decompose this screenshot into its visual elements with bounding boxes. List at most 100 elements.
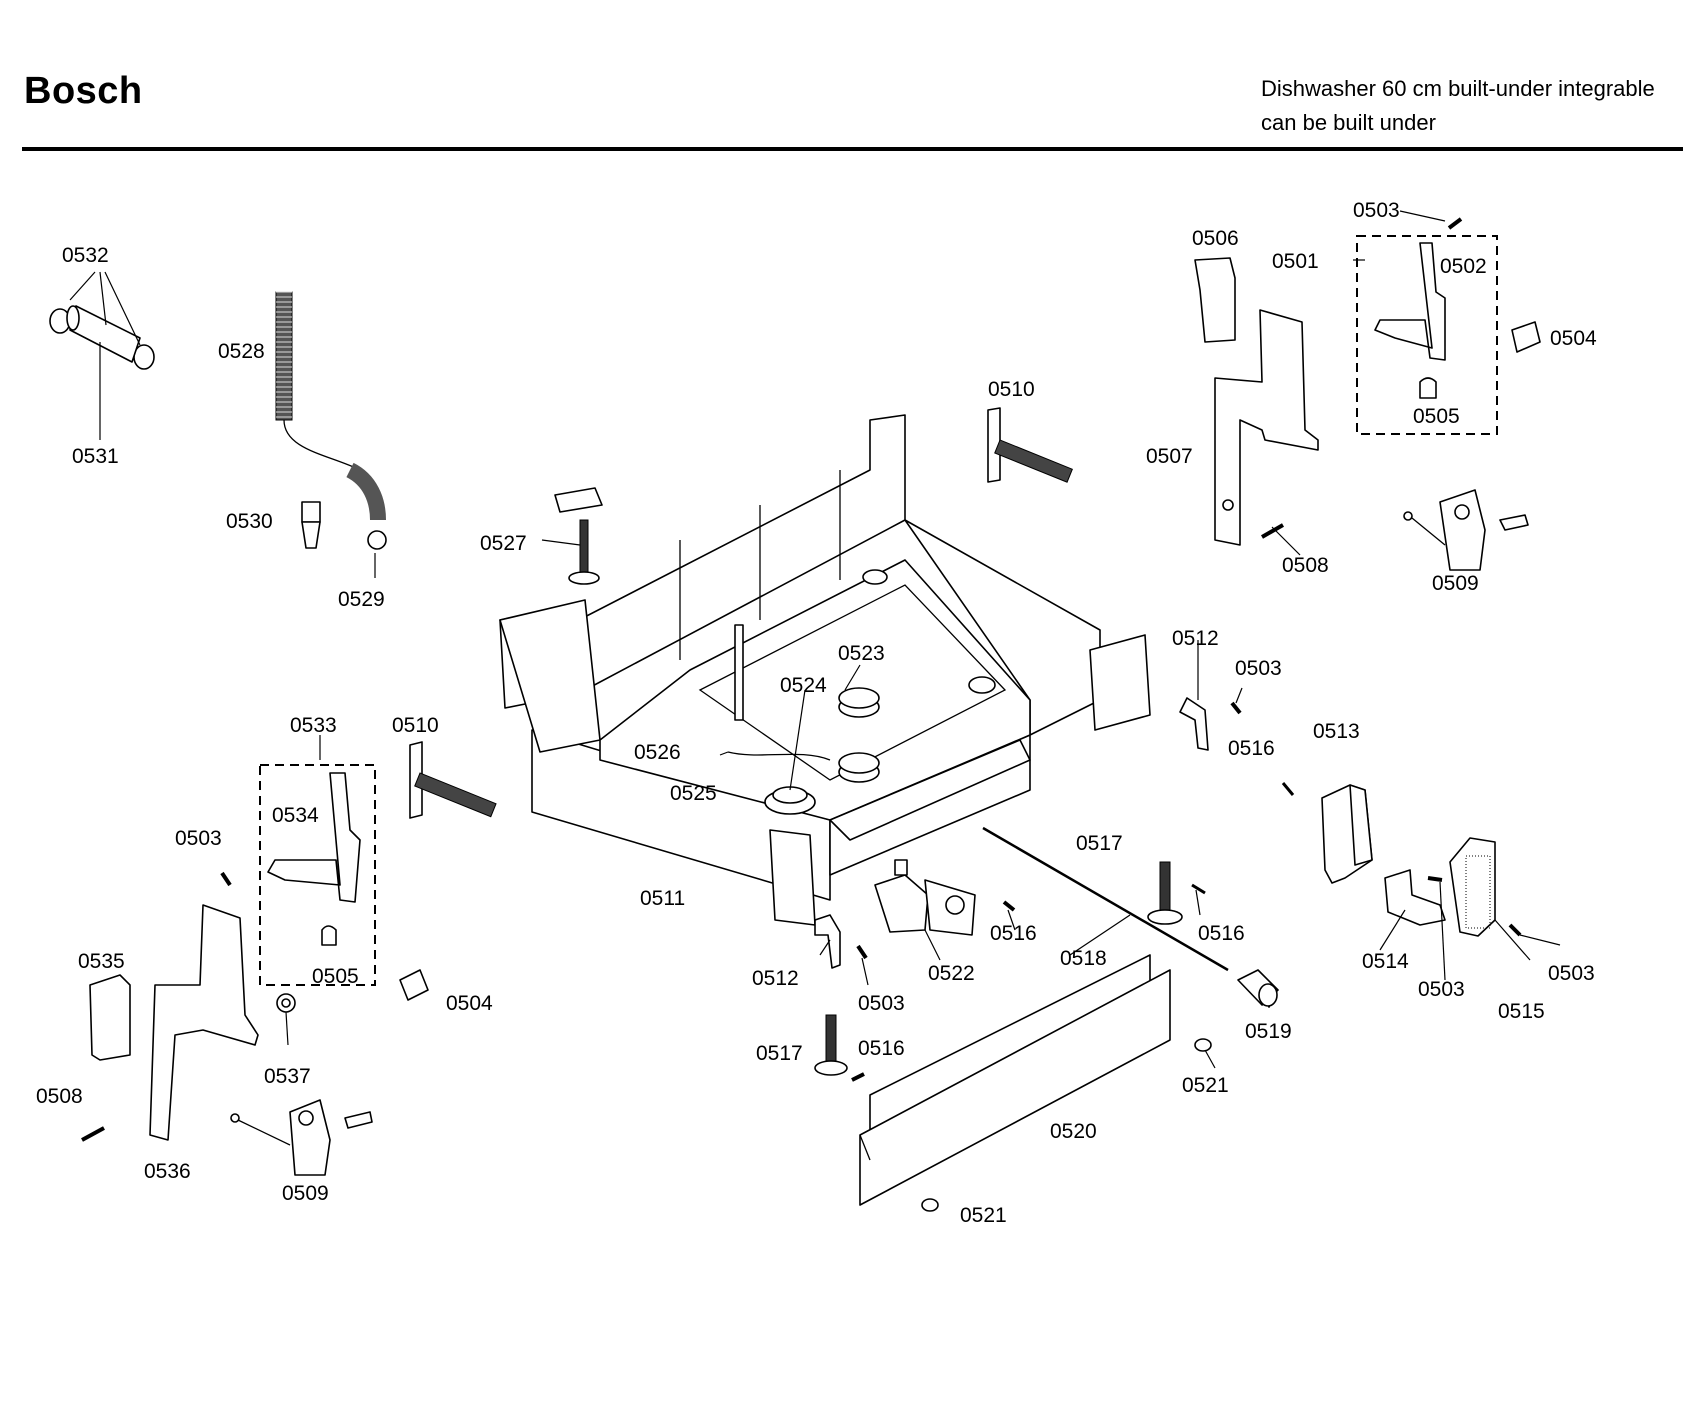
screw-0503-center[interactable] xyxy=(856,944,868,960)
callout-0505: 0505 xyxy=(312,965,359,988)
screw-0503-right3[interactable] xyxy=(1508,923,1522,937)
clip-0505-right[interactable] xyxy=(1419,377,1437,399)
bracket-0506[interactable] xyxy=(1194,257,1236,343)
callout-0525: 0525 xyxy=(670,782,717,805)
hinge-bracket-0534[interactable] xyxy=(267,772,361,903)
callout-0509: 0509 xyxy=(1432,572,1479,595)
callout-0521: 0521 xyxy=(960,1204,1007,1227)
callout-0508: 0508 xyxy=(1282,554,1329,577)
callout-0510: 0510 xyxy=(988,378,1035,401)
callout-0514: 0514 xyxy=(1362,950,1409,973)
foot-0517-center[interactable] xyxy=(814,1014,848,1076)
spring-0510-left[interactable] xyxy=(409,741,497,819)
screw-0503-right1[interactable] xyxy=(1230,701,1242,715)
bracket-0512-center[interactable] xyxy=(814,914,841,969)
hinge-plate-0536[interactable] xyxy=(149,904,259,1141)
inlet-valve-0522[interactable] xyxy=(874,859,976,936)
screw-0503-top[interactable] xyxy=(1447,217,1463,230)
hinge-damper-0509-right[interactable] xyxy=(1403,489,1529,571)
callout-0504: 0504 xyxy=(446,992,493,1015)
hose-clip-0530[interactable] xyxy=(301,501,321,549)
callout-0503: 0503 xyxy=(1353,199,1400,222)
callout-0512: 0512 xyxy=(1172,627,1219,650)
cap-0504-right[interactable] xyxy=(1511,321,1541,353)
callout-0516: 0516 xyxy=(990,922,1037,945)
screw-0503-right2[interactable] xyxy=(1427,876,1443,882)
knob-0519[interactable] xyxy=(1237,969,1279,1007)
callout-0517: 0517 xyxy=(756,1042,803,1065)
callout-0522: 0522 xyxy=(928,962,975,985)
callout-0537: 0537 xyxy=(264,1065,311,1088)
adjustable-foot-0527[interactable] xyxy=(554,487,603,585)
foot-0517-right[interactable] xyxy=(1147,861,1183,925)
screw-0508-left[interactable] xyxy=(81,1126,105,1142)
callout-0519: 0519 xyxy=(1245,1020,1292,1043)
screw-0516-bottom[interactable] xyxy=(851,1072,865,1082)
hinge-damper-0509-left[interactable] xyxy=(230,1099,373,1176)
callout-0518: 0518 xyxy=(1060,947,1107,970)
drain-hose-0528[interactable] xyxy=(275,291,361,471)
hinge-kit-0501-box xyxy=(1356,235,1498,435)
callout-0526: 0526 xyxy=(634,741,681,764)
callout-0516: 0516 xyxy=(858,1037,905,1060)
callout-0530: 0530 xyxy=(226,510,273,533)
cover-0513[interactable] xyxy=(1321,784,1373,884)
callout-0508: 0508 xyxy=(36,1085,83,1108)
leader-lines xyxy=(69,210,1561,1069)
clip-0505-left[interactable] xyxy=(321,925,337,946)
callout-0502: 0502 xyxy=(1440,255,1487,278)
connector-tube-0531[interactable] xyxy=(66,305,141,363)
callout-0516: 0516 xyxy=(1228,737,1275,760)
hinge-plate-0507[interactable] xyxy=(1214,309,1319,546)
screw-0521-right[interactable] xyxy=(1194,1038,1212,1052)
hose-clamp-0532[interactable] xyxy=(49,308,155,370)
bracket-0512-right[interactable] xyxy=(1179,697,1209,751)
callout-0503: 0503 xyxy=(1235,657,1282,680)
cap-0504-left[interactable] xyxy=(399,969,429,1001)
screw-0516-center[interactable] xyxy=(1002,900,1016,912)
panel-0515[interactable] xyxy=(1449,837,1496,937)
bracket-0514[interactable] xyxy=(1384,869,1446,926)
callout-0529: 0529 xyxy=(338,588,385,611)
callout-0535: 0535 xyxy=(78,950,125,973)
callout-0503: 0503 xyxy=(1548,962,1595,985)
model-title-line2: can be built under xyxy=(1261,110,1436,135)
callout-labels: 0532053105280530052905270510050605010503… xyxy=(36,199,1597,1227)
brand-name: Bosch xyxy=(24,70,143,112)
spring-0510-right[interactable] xyxy=(987,407,1073,483)
sump-seal-0523[interactable] xyxy=(838,687,880,783)
nut-0537[interactable] xyxy=(276,993,296,1013)
plinth-0520[interactable] xyxy=(859,954,1171,1206)
callout-0528: 0528 xyxy=(218,340,265,363)
callout-0505: 0505 xyxy=(1413,405,1460,428)
callout-0503: 0503 xyxy=(858,992,905,1015)
hose-0525[interactable] xyxy=(727,751,831,761)
hinge-bracket-0502[interactable] xyxy=(1374,242,1446,361)
callout-0506: 0506 xyxy=(1192,227,1239,250)
callout-0534: 0534 xyxy=(272,804,319,827)
bracket-0535[interactable] xyxy=(89,974,131,1061)
screw-0508-right[interactable] xyxy=(1261,523,1284,539)
screw-0516-right[interactable] xyxy=(1281,782,1295,796)
screw-0516-right2[interactable] xyxy=(1191,883,1206,895)
callout-0527: 0527 xyxy=(480,532,527,555)
callout-0510: 0510 xyxy=(392,714,439,737)
callout-0503: 0503 xyxy=(175,827,222,850)
callout-0516: 0516 xyxy=(1198,922,1245,945)
header-divider xyxy=(22,147,1683,151)
callout-0512: 0512 xyxy=(752,967,799,990)
base-frame-0511[interactable] xyxy=(499,414,1151,926)
callout-0532: 0532 xyxy=(62,244,109,267)
screw-0503-left[interactable] xyxy=(220,871,232,887)
callout-0504: 0504 xyxy=(1550,327,1597,350)
hose-end-0529[interactable] xyxy=(345,462,387,550)
callout-0515: 0515 xyxy=(1498,1000,1545,1023)
callout-0521: 0521 xyxy=(1182,1074,1229,1097)
callout-0536: 0536 xyxy=(144,1160,191,1183)
callout-0501: 0501 xyxy=(1272,250,1319,273)
screw-0521-bottom[interactable] xyxy=(921,1198,939,1212)
callout-0513: 0513 xyxy=(1313,720,1360,743)
rod-0518[interactable] xyxy=(982,826,1229,972)
